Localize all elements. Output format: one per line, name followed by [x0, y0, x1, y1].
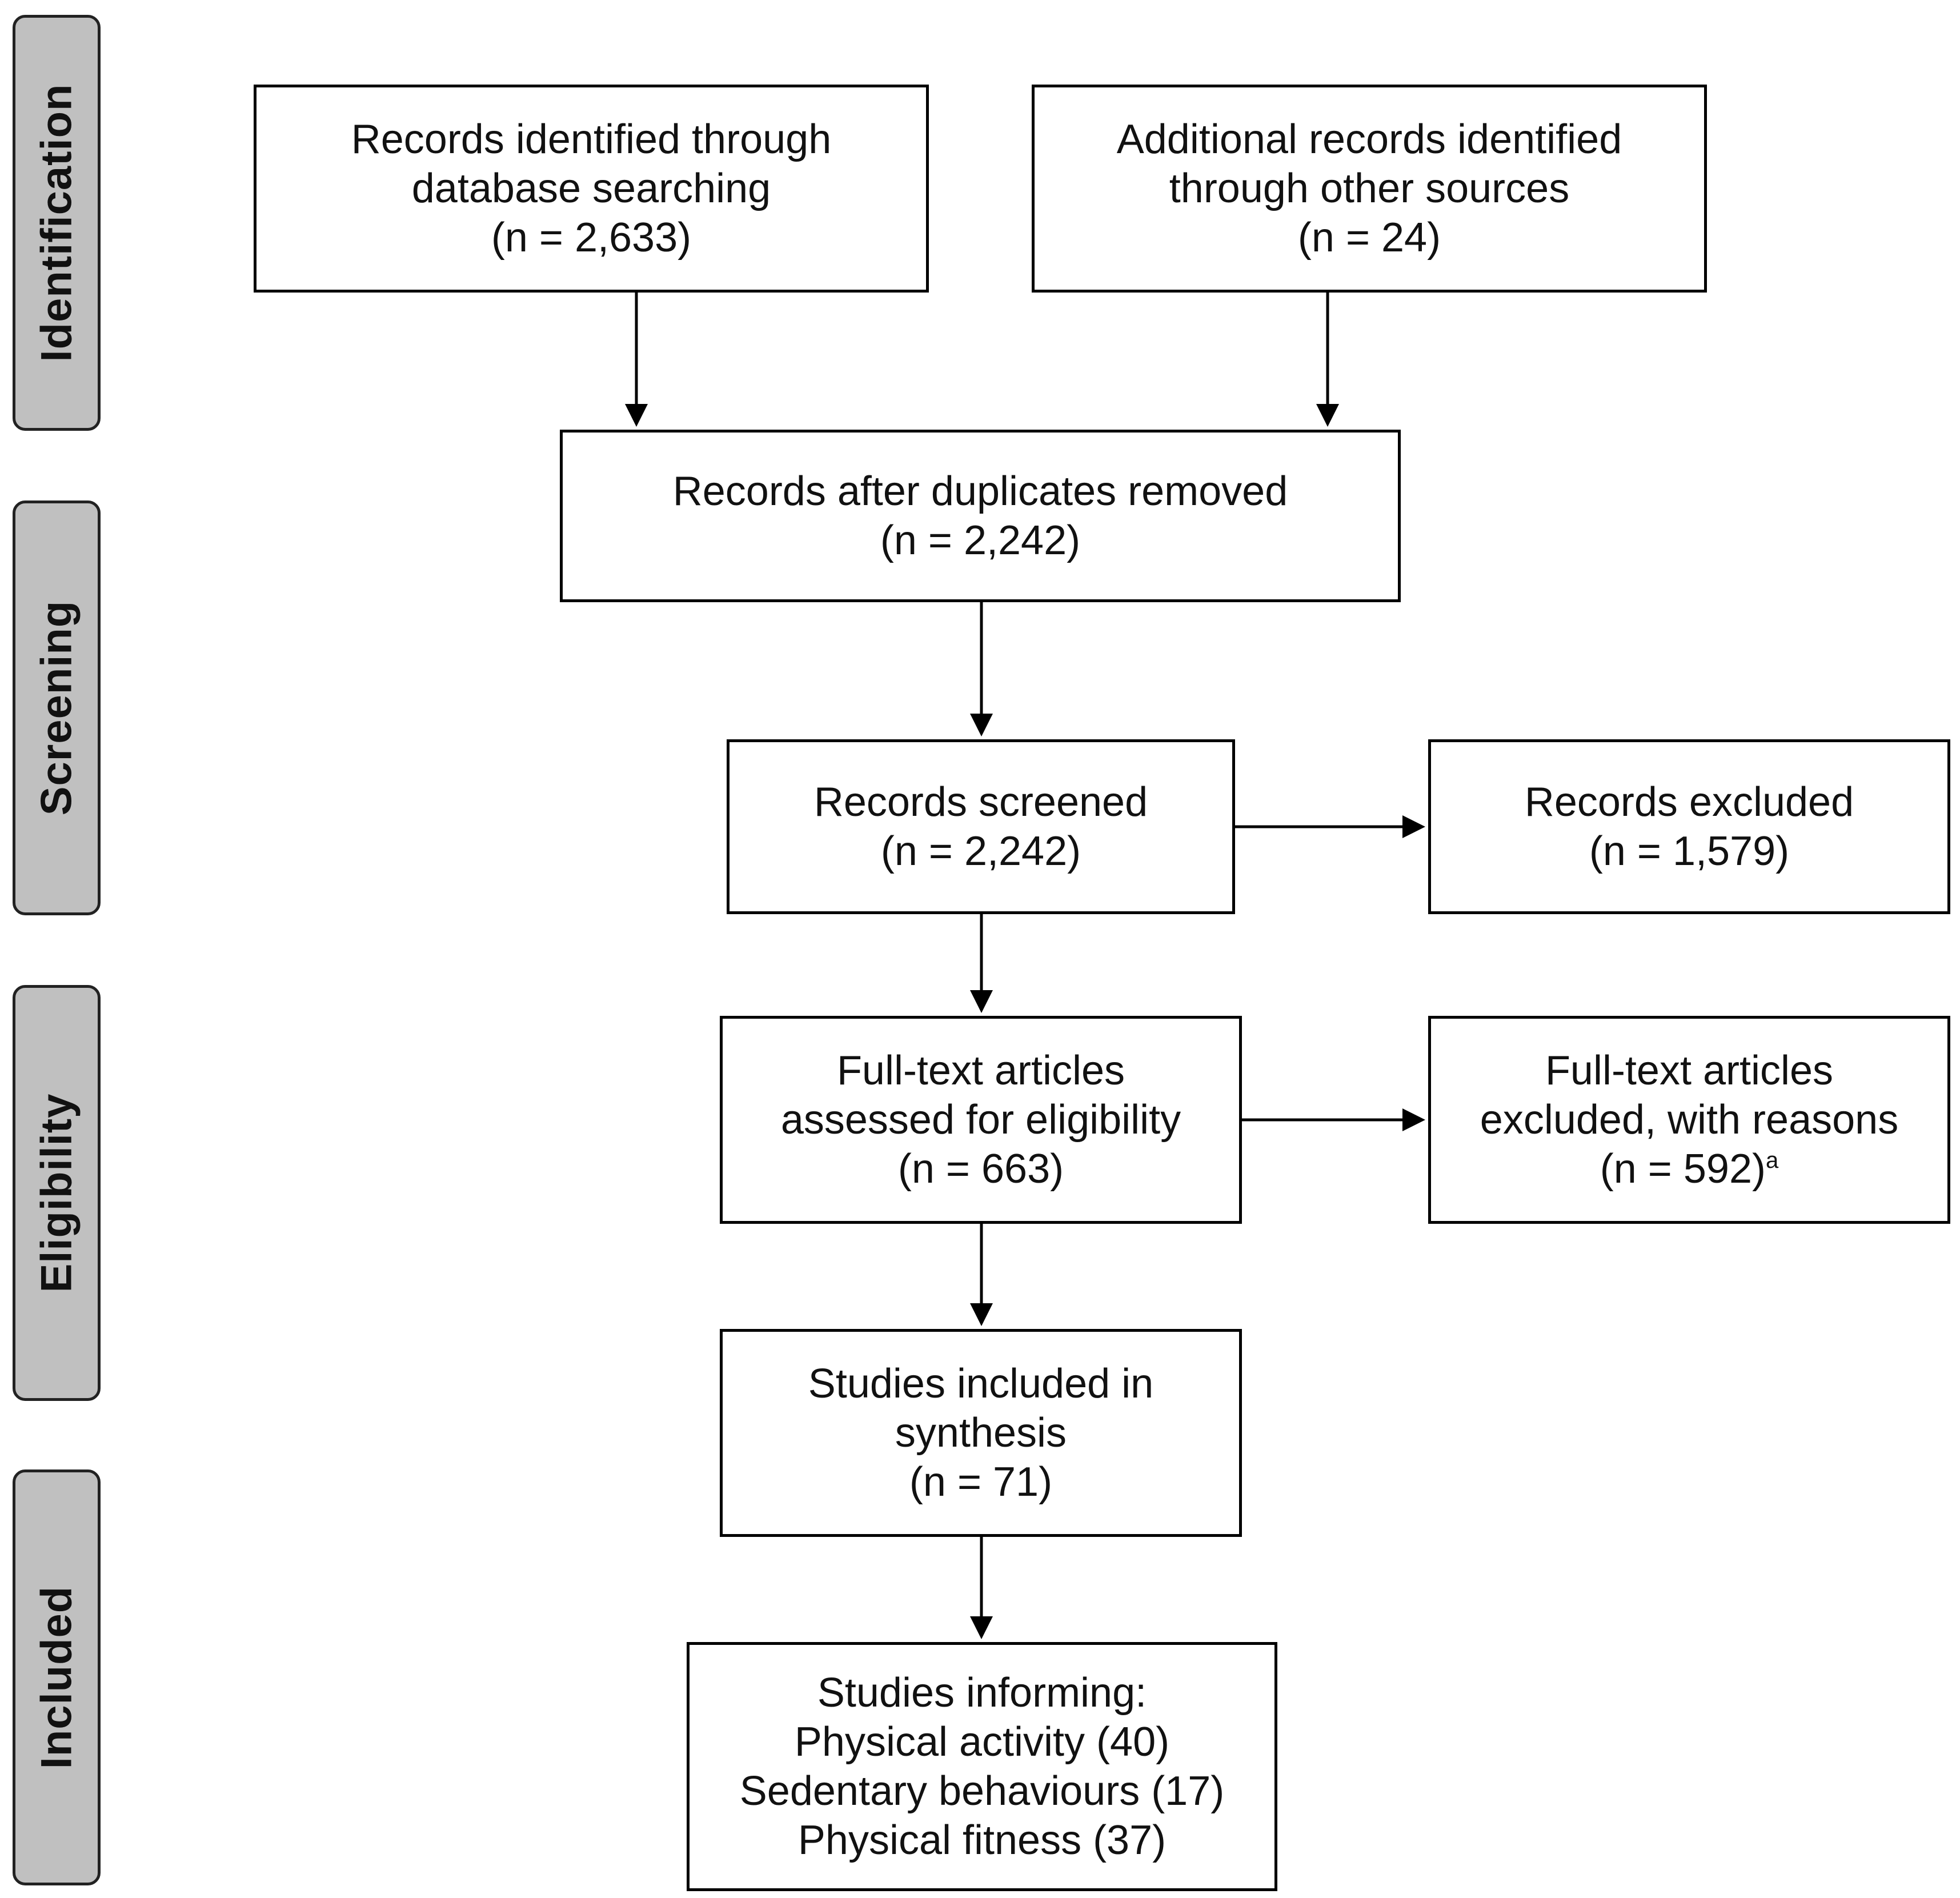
box-records-screened: Records screened (n = 2,242) [727, 739, 1235, 914]
box-count: (n = 2,633) [491, 215, 692, 261]
phase-label: Eligibility [32, 1093, 81, 1293]
box-fulltext-assessed: Full-text articles assessed for eligibil… [720, 1016, 1242, 1224]
box-count: (n = 1,579) [1589, 828, 1790, 874]
box-count-row: (n = 592)a [1600, 1144, 1778, 1194]
box-studies-synthesis: Studies included in synthesis (n = 71) [720, 1329, 1242, 1537]
box-count: (n = 71) [909, 1459, 1053, 1505]
phase-label: Screening [32, 600, 81, 816]
box-text: Studies included in [808, 1361, 1154, 1407]
box-count: (n = 663) [897, 1146, 1064, 1192]
box-text: Records after duplicates removed [672, 469, 1288, 514]
phase-identification: Identification [13, 15, 101, 431]
box-database-records: Records identified through database sear… [254, 85, 929, 293]
box-text: Full-text articles [836, 1048, 1125, 1094]
box-text: excluded, with reasons [1480, 1097, 1899, 1143]
box-text: Records excluded [1524, 779, 1854, 825]
box-text: Records identified through [351, 117, 832, 162]
box-fulltext-excluded: Full-text articles excluded, with reason… [1428, 1016, 1950, 1224]
footnote-marker: a [1765, 1148, 1779, 1173]
phase-label: Identification [32, 83, 81, 362]
box-text: Studies informing: [817, 1670, 1147, 1716]
phase-included: Included [13, 1469, 101, 1885]
box-text: Additional records identified [1116, 117, 1622, 162]
box-other-sources: Additional records identified through ot… [1032, 85, 1707, 293]
box-text: Records screened [813, 779, 1148, 825]
box-count: (n = 592) [1600, 1146, 1766, 1192]
box-text: synthesis [895, 1410, 1067, 1456]
box-count: (n = 2,242) [880, 518, 1081, 563]
box-count: (n = 2,242) [880, 828, 1081, 874]
box-text: Physical fitness (37) [797, 1817, 1167, 1863]
phase-label: Included [32, 1585, 81, 1769]
box-text: Full-text articles [1545, 1048, 1834, 1094]
box-count: (n = 24) [1297, 215, 1441, 261]
box-text: database searching [411, 166, 771, 211]
box-text: Sedentary behaviours (17) [739, 1768, 1225, 1814]
box-text: Physical activity (40) [794, 1719, 1170, 1765]
phase-screening: Screening [13, 500, 101, 915]
box-records-excluded: Records excluded (n = 1,579) [1428, 739, 1950, 914]
phase-eligibility: Eligibility [13, 985, 101, 1401]
box-studies-informing: Studies informing: Physical activity (40… [687, 1642, 1277, 1891]
box-duplicates-removed: Records after duplicates removed (n = 2,… [560, 430, 1401, 602]
box-text: assessed for eligibility [780, 1097, 1181, 1143]
box-text: through other sources [1169, 166, 1570, 211]
